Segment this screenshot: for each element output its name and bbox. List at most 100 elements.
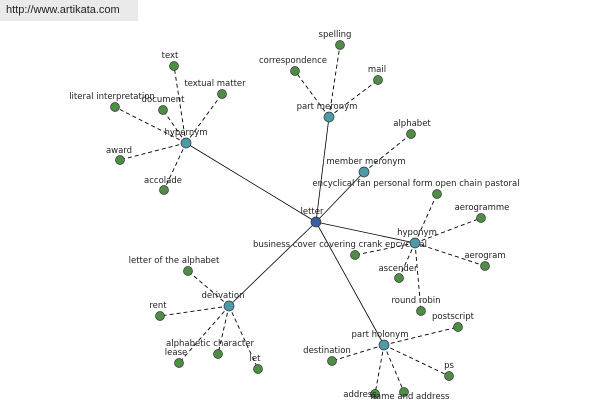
word-node-ascender-dot[interactable] — [394, 273, 404, 283]
word-node-lease[interactable]: lease — [165, 348, 187, 368]
word-node-spelling-label: spelling — [319, 30, 352, 40]
word-node-document-dot[interactable] — [158, 105, 168, 115]
word-node-business-cover-covering-crank-encyclical[interactable]: business cover covering crank encyclical — [253, 240, 427, 260]
word-node-lease-dot[interactable] — [174, 358, 184, 368]
word-node-aerogramme-dot[interactable] — [476, 213, 486, 223]
relation-node-hypernym[interactable]: hypernym — [164, 128, 208, 149]
word-node-document[interactable]: document — [142, 95, 186, 115]
edge-part-meronym-spelling — [328, 44, 341, 118]
edge-letter-derivation — [228, 221, 317, 307]
relation-node-part-meronym-dot[interactable] — [323, 111, 335, 123]
edge-hypernym-document — [162, 109, 187, 144]
word-node-rent[interactable]: rent — [149, 301, 167, 321]
word-node-aerogramme[interactable]: aerogramme — [455, 203, 510, 223]
word-node-letter-of-the-alphabet[interactable]: letter of the alphabet — [129, 256, 220, 276]
word-node-round-robin-dot[interactable] — [416, 306, 426, 316]
relation-node-hyponym-dot[interactable] — [409, 237, 421, 249]
word-node-postscript-label: postscript — [432, 312, 475, 322]
word-node-literal-interpretation-dot[interactable] — [110, 102, 120, 112]
edge-derivation-letter-of-the-alphabet — [187, 270, 230, 307]
relation-node-member-meronym-dot[interactable] — [358, 166, 370, 178]
word-node-ps[interactable]: ps — [444, 361, 454, 381]
word-node-aerogram-dot[interactable] — [480, 261, 490, 271]
word-node-postscript-dot[interactable] — [453, 322, 463, 332]
word-node-award-dot[interactable] — [115, 155, 125, 165]
word-node-round-robin-label: round robin — [391, 296, 440, 306]
word-node-text[interactable]: text — [162, 51, 179, 71]
source-url[interactable]: http://www.artikata.com — [0, 0, 138, 21]
center-node-letter[interactable]: letter — [301, 207, 324, 228]
word-node-alphabet[interactable]: alphabet — [393, 119, 431, 139]
word-node-mail-dot[interactable] — [373, 75, 383, 85]
word-node-mail[interactable]: mail — [368, 65, 386, 85]
word-node-round-robin[interactable]: round robin — [391, 296, 441, 316]
word-node-text-dot[interactable] — [169, 61, 179, 71]
word-node-business-cover-covering-crank-encyclical-label: business cover covering crank encyclical — [253, 240, 427, 250]
word-node-document-label: document — [142, 95, 186, 105]
word-node-let-dot[interactable] — [253, 364, 263, 374]
word-node-let[interactable]: let — [250, 354, 263, 374]
edge-part-holonym-postscript — [383, 326, 459, 346]
word-node-ps-label: ps — [444, 361, 454, 371]
relation-node-hyponym[interactable]: hyponym — [397, 228, 437, 249]
word-node-encyclical-fan-personal-form-open-chain-pastoral-label: encyclical fan personal form open chain … — [312, 179, 519, 189]
word-node-encyclical-fan-personal-form-open-chain-pastoral-dot[interactable] — [432, 189, 442, 199]
word-node-rent-dot[interactable] — [155, 311, 165, 321]
relation-node-hypernym-label: hypernym — [164, 128, 207, 138]
word-node-address[interactable]: address — [343, 389, 380, 400]
relation-node-part-holonym[interactable]: part holonym — [352, 330, 409, 351]
edge-hyponym-aerogram — [414, 242, 486, 267]
relation-node-member-meronym[interactable]: member meronym — [326, 157, 406, 178]
word-node-let-label: let — [250, 354, 262, 364]
word-node-letter-of-the-alphabet-dot[interactable] — [183, 266, 193, 276]
relation-node-derivation[interactable]: derivation — [201, 291, 245, 312]
word-node-ps-dot[interactable] — [444, 371, 454, 381]
edge-derivation-rent — [159, 305, 230, 317]
word-node-accolade[interactable]: accolade — [144, 176, 182, 195]
word-node-letter-of-the-alphabet-label: letter of the alphabet — [129, 256, 220, 266]
word-node-name-and-address-label: name and address — [371, 392, 450, 400]
word-node-aerogramme-label: aerogramme — [455, 203, 510, 213]
word-node-address-dot[interactable] — [370, 389, 380, 399]
word-node-ascender[interactable]: ascender — [378, 264, 418, 283]
word-node-correspondence[interactable]: correspondence — [259, 56, 327, 76]
relation-node-part-holonym-dot[interactable] — [378, 339, 390, 351]
center-node-letter-dot[interactable] — [310, 216, 322, 228]
word-node-spelling[interactable]: spelling — [319, 30, 352, 50]
word-node-encyclical-fan-personal-form-open-chain-pastoral[interactable]: encyclical fan personal form open chain … — [312, 179, 520, 199]
word-node-literal-interpretation[interactable]: literal interpretation — [69, 92, 155, 112]
word-node-name-and-address[interactable]: name and address — [371, 387, 450, 400]
word-node-accolade-label: accolade — [144, 176, 182, 186]
word-node-alphabetic-character[interactable]: alphabetic character — [166, 339, 254, 359]
word-node-destination-dot[interactable] — [327, 356, 337, 366]
edge-hyponym-encyclical-fan-personal-form-open-chain-pastoral — [414, 193, 438, 244]
relation-node-hypernym-dot[interactable] — [180, 137, 192, 149]
word-node-name-and-address-dot[interactable] — [399, 387, 409, 397]
edge-letter-member-meronym — [315, 171, 365, 223]
word-node-correspondence-dot[interactable] — [290, 66, 300, 76]
word-node-alphabet-dot[interactable] — [406, 129, 416, 139]
relation-node-derivation-dot[interactable] — [223, 300, 235, 312]
relation-node-hyponym-label: hyponym — [397, 228, 437, 238]
word-node-alphabetic-character-dot[interactable] — [213, 349, 223, 359]
word-node-textual-matter[interactable]: textual matter — [184, 79, 246, 99]
edge-hypernym-award — [119, 142, 187, 161]
edge-derivation-alphabetic-character — [217, 305, 230, 355]
word-node-business-cover-covering-crank-encyclical-dot[interactable] — [350, 250, 360, 260]
word-node-destination[interactable]: destination — [303, 346, 351, 366]
word-node-mail-label: mail — [368, 65, 386, 75]
word-node-accolade-dot[interactable] — [159, 185, 169, 195]
relation-node-part-meronym[interactable]: part meronym — [297, 102, 358, 123]
word-node-postscript[interactable]: postscript — [432, 312, 475, 332]
edge-part-holonym-name-and-address — [383, 344, 405, 393]
word-node-alphabetic-character-label: alphabetic character — [166, 339, 254, 349]
word-node-spelling-dot[interactable] — [335, 40, 345, 50]
word-node-award[interactable]: award — [106, 146, 132, 165]
edge-letter-hyponym — [315, 221, 416, 244]
word-node-textual-matter-dot[interactable] — [217, 89, 227, 99]
word-node-aerogram[interactable]: aerogram — [464, 251, 506, 271]
edge-derivation-lease — [178, 305, 230, 364]
word-node-alphabet-label: alphabet — [393, 119, 431, 129]
edge-hypernym-accolade — [163, 142, 187, 191]
word-node-lease-label: lease — [165, 348, 187, 358]
